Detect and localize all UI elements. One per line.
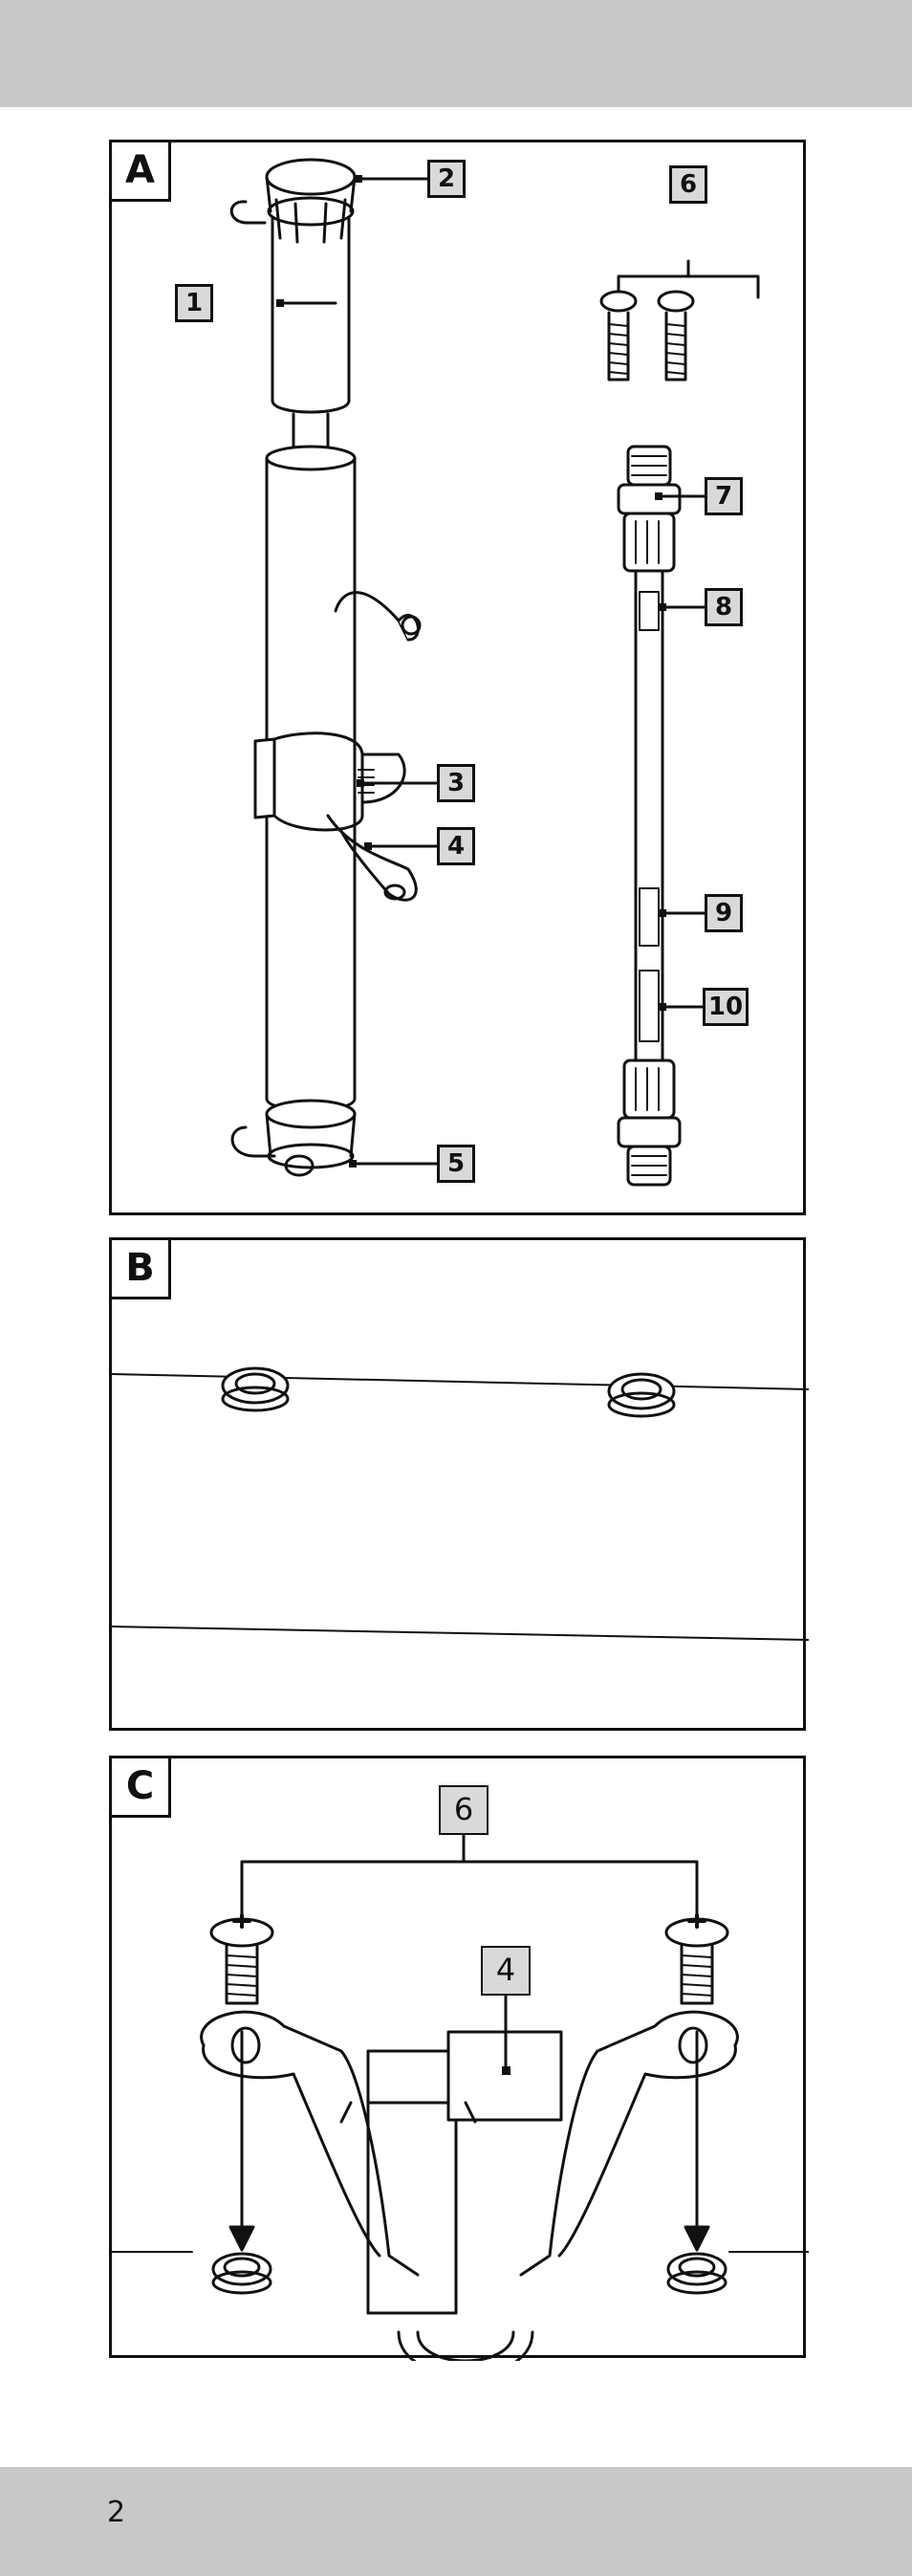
footer-band — [0, 2467, 912, 2576]
bracket-mounting-illustration — [112, 1758, 809, 2361]
figure-b-tag: B — [112, 1240, 171, 1299]
part-callout-9: 9 — [705, 894, 743, 932]
part-callout-1: 1 — [175, 284, 213, 322]
part-callout-6: 6 — [439, 1785, 489, 1835]
part-callout-6: 6 — [669, 165, 707, 204]
header-band — [0, 0, 912, 107]
part-callout-10: 10 — [703, 988, 749, 1026]
figure-b-frame-mounting-points: B — [109, 1237, 806, 1731]
figure-c-bracket-mounting: C 6 4 — [109, 1756, 806, 2358]
figure-a-tag: A — [112, 142, 171, 202]
part-callout-5: 5 — [437, 1145, 475, 1183]
pump-parts-illustration — [112, 142, 809, 1218]
part-callout-2: 2 — [427, 160, 466, 198]
frame-bosses-illustration — [112, 1240, 809, 1734]
figure-c-tag: C — [112, 1758, 171, 1818]
page-number: 2 — [107, 2496, 125, 2529]
part-callout-7: 7 — [705, 477, 743, 515]
part-callout-8: 8 — [705, 588, 743, 626]
figure-a-parts-overview: A 1 2 3 4 5 6 7 8 9 10 — [109, 140, 806, 1215]
part-callout-4: 4 — [437, 827, 475, 865]
part-callout-4: 4 — [481, 1946, 531, 1996]
part-callout-3: 3 — [437, 764, 475, 802]
